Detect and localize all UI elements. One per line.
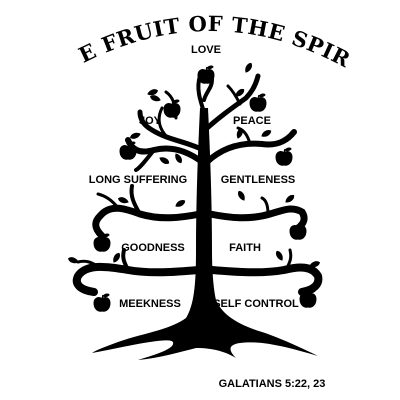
leaf-icon: [243, 61, 254, 74]
tree: [67, 61, 323, 360]
label-long-suffering: LONG SUFFERING: [89, 174, 187, 186]
title-text: THE FRUIT OF THE SPIRIT: [0, 0, 354, 72]
label-meekness: MEEKNESS: [119, 298, 181, 310]
leaf-icon: [284, 193, 296, 205]
leaf-icon: [173, 152, 184, 165]
branch-peace: [202, 73, 261, 133]
title: THE FRUIT OF THE SPIRIT: [0, 0, 355, 72]
leaf-icon: [274, 249, 285, 262]
leaf-icon: [117, 195, 130, 205]
label-gentleness: GENTLENESS: [221, 174, 296, 186]
leaf-icon: [111, 251, 122, 264]
leaf-icon: [129, 131, 142, 141]
branch-self-control: [208, 263, 323, 296]
apple-icon: [93, 233, 111, 252]
label-faith: FAITH: [229, 242, 261, 254]
label-love: LOVE: [191, 44, 221, 56]
branch-gentleness: [204, 129, 297, 165]
apple-icon: [289, 221, 307, 240]
leaf-icon: [235, 127, 245, 140]
label-peace: PEACE: [233, 115, 271, 127]
label-goodness: GOODNESS: [121, 242, 185, 254]
apple-icon: [93, 293, 111, 312]
apple-icon: [163, 99, 181, 118]
apple-icon: [197, 65, 215, 84]
leaf-icon: [149, 93, 162, 103]
branch-faith: [206, 205, 308, 232]
label-self-control: SELF CONTROL: [213, 298, 299, 310]
branch-meekness: [72, 262, 202, 296]
apple-icon: [275, 147, 293, 166]
leaf-icon: [236, 189, 247, 202]
fruit-labels: LOVE JOY PEACE LONG SUFFERING GENTLENESS…: [89, 44, 299, 310]
leaf-icon: [234, 87, 246, 99]
branch-goodness: [92, 204, 204, 240]
branch-joy: [137, 109, 206, 153]
leaf-icon: [158, 155, 171, 166]
leaf-icon: [174, 198, 187, 209]
apple-icon: [119, 141, 137, 160]
scripture-reference: GALATIANS 5:22, 23: [219, 378, 326, 390]
leaf-icon: [146, 87, 159, 97]
trunk: [92, 108, 318, 360]
apple-icon: [249, 93, 267, 112]
label-joy: JOY: [139, 115, 162, 127]
leaf-icon: [260, 128, 273, 139]
